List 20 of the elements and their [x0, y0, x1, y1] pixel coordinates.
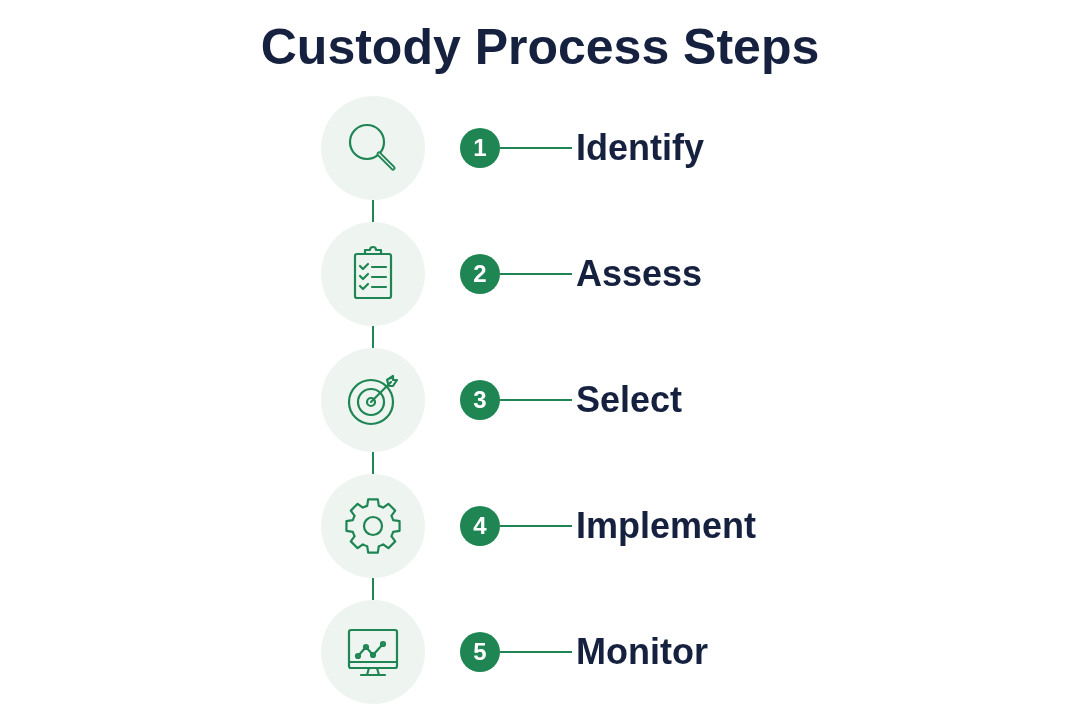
- step-number-badge: 5: [460, 632, 500, 672]
- step-label: Identify: [572, 122, 704, 174]
- step-label: Monitor: [572, 626, 708, 678]
- connector-line: [372, 325, 374, 349]
- step-label: Assess: [572, 248, 703, 300]
- step-number-badge: 1: [460, 128, 500, 168]
- connector-line: [372, 199, 374, 223]
- step-label: Select: [572, 374, 683, 426]
- connector-line: [499, 651, 573, 653]
- connector-line: [499, 399, 573, 401]
- step-number-badge: 3: [460, 380, 500, 420]
- title: Custody Process Steps: [260, 18, 820, 77]
- connector-line: [372, 451, 374, 475]
- connector-line: [499, 147, 573, 149]
- step-label: Implement: [572, 500, 757, 552]
- connector-line: [499, 525, 573, 527]
- connector-line: [372, 577, 374, 601]
- connector-line: [499, 273, 573, 275]
- step-number-badge: 2: [460, 254, 500, 294]
- step-number-badge: 4: [460, 506, 500, 546]
